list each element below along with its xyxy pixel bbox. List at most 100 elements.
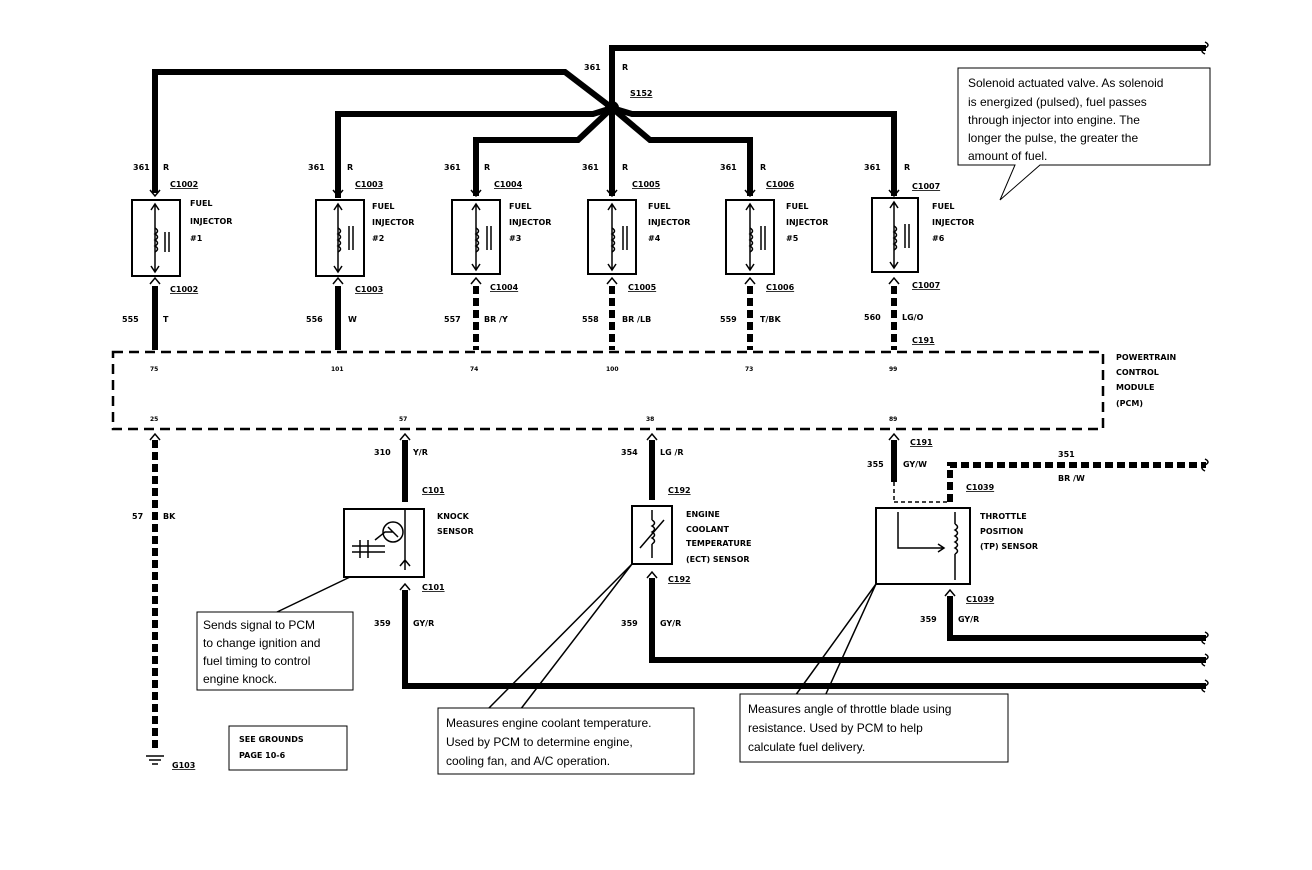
tp-circuit: 355 (867, 460, 884, 469)
injector-2-bottom-color: W (348, 315, 357, 324)
injector-6-pcm-pin: 99 (889, 366, 897, 373)
injector-5-top-color: R (760, 163, 766, 172)
knock-connector-bottom: C101 (422, 583, 445, 592)
tp-label-l1: THROTTLE (980, 512, 1027, 521)
injector-4-top-color: R (622, 163, 628, 172)
tp-return-color: GY/R (958, 615, 979, 624)
ground-id: G103 (172, 761, 195, 770)
injector-4-top-circuit: 361 (582, 163, 599, 172)
tp-note-line-1: Measures angle of throttle blade using (748, 702, 951, 716)
ect-note-line-1: Measures engine coolant temperature. (446, 716, 651, 730)
ect-note: Measures engine coolant temperature. Use… (437, 563, 695, 775)
injector-feed-wires (152, 45, 1206, 198)
pcm-module: POWERTRAIN CONTROL MODULE (PCM) 25 57 38… (111, 350, 1176, 431)
injector-6-label-l3: #6 (932, 234, 945, 243)
injector-3-label-l1: FUEL (509, 202, 532, 211)
splice-circuit: 361 (584, 63, 601, 72)
tp-pcm-connector: C191 (910, 438, 933, 447)
knock-note-line-1: Sends signal to PCM (203, 618, 315, 632)
tp-note: Measures angle of throttle blade using r… (739, 583, 1009, 763)
injector-1-top-circuit: 361 (133, 163, 150, 172)
knock-note-line-3: fuel timing to control (203, 654, 310, 668)
fuel-injector-4: 361 R C1005 FUEL INJECTOR #4 C1005 558 B… (582, 163, 690, 373)
injector-5-connector-bottom: C1006 (766, 283, 795, 292)
pcm-pin-25: 25 (150, 416, 158, 423)
injector-1-label-l3: #1 (190, 234, 203, 243)
injector-6-label-l1: FUEL (932, 202, 955, 211)
injector-4-connector-bottom: C1005 (628, 283, 657, 292)
injector-1-connector-bottom: C1002 (170, 285, 198, 294)
injector-4-bottom-color: BR /LB (622, 315, 651, 324)
injector-2-label-l3: #2 (372, 234, 384, 243)
injector-1-top-color: R (163, 163, 169, 172)
pcm-connector-top: C191 (912, 336, 935, 345)
pcm-label-l4: (PCM) (1116, 399, 1143, 408)
injector-1-connector-top: C1002 (170, 180, 198, 189)
ect-label-l1: ENGINE (686, 510, 720, 519)
injector-5-connector-top: C1006 (766, 180, 795, 189)
injector-5-label-l1: FUEL (786, 202, 809, 211)
splice-id: S152 (630, 89, 652, 98)
injector-2-pcm-pin: 101 (331, 366, 344, 373)
knock-connector-top: C101 (422, 486, 445, 495)
injector-2-label-l1: FUEL (372, 202, 395, 211)
injector-4-pcm-pin: 100 (606, 366, 619, 373)
ect-color: LG /R (660, 448, 684, 457)
ect-note-line-2: Used by PCM to determine engine, (446, 735, 633, 749)
ect-sensor: 354 LG /R C192 ENGINE COOLANT TEMPERATUR… (621, 432, 1206, 663)
pcm-pin-38: 38 (646, 416, 654, 423)
knock-note: Sends signal to PCM to change ignition a… (196, 576, 354, 691)
injector-4-label-l2: INJECTOR (648, 218, 690, 227)
injector-5-label-l2: INJECTOR (786, 218, 828, 227)
injector-3-connector-bottom: C1004 (490, 283, 519, 292)
ect-label-l4: (ECT) SENSOR (686, 555, 750, 564)
ground-circuit: 57 BK G103 SEE GROUNDS PAGE 10-6 (132, 432, 348, 771)
pcm-label-l2: CONTROL (1116, 368, 1159, 377)
injector-3-top-circuit: 361 (444, 163, 461, 172)
solenoid-note-line-5: amount of fuel. (968, 149, 1047, 163)
injector-1-label-l1: FUEL (190, 199, 213, 208)
injector-4-bottom-circuit: 558 (582, 315, 599, 324)
injector-3-bottom-color: BR /Y (484, 315, 508, 324)
injector-3-top-color: R (484, 163, 490, 172)
knock-return-circuit: 359 (374, 619, 391, 628)
injector-1-bottom-color: T (163, 315, 169, 324)
fuel-injector-2: 361 R C1003 FUEL INJECTOR #2 C1003 556 W… (306, 163, 414, 373)
injector-6-connector-bottom: C1007 (912, 281, 940, 290)
pcm-label-l3: MODULE (1116, 383, 1154, 392)
ect-label-l3: TEMPERATURE (686, 539, 752, 548)
injector-3-pcm-pin: 74 (470, 366, 478, 373)
knock-label-l2: SENSOR (437, 527, 474, 536)
tp-label-l3: (TP) SENSOR (980, 542, 1038, 551)
ect-connector-top: C192 (668, 486, 691, 495)
knock-note-line-4: engine knock. (203, 672, 277, 686)
injector-5-top-circuit: 361 (720, 163, 737, 172)
injector-6-bottom-circuit: 560 (864, 313, 881, 322)
injector-6-top-color: R (904, 163, 910, 172)
ect-label-l2: COOLANT (686, 525, 729, 534)
injector-3-label-l3: #3 (509, 234, 521, 243)
solenoid-note: Solenoid actuated valve. As solenoid is … (957, 67, 1211, 201)
ect-return-color: GY/R (660, 619, 681, 628)
injector-3-bottom-circuit: 557 (444, 315, 461, 324)
ground-circuit-number: 57 (132, 512, 143, 521)
see-grounds-box (228, 725, 348, 771)
ect-return-circuit: 359 (621, 619, 638, 628)
fuel-injector-1: 361 R C1002 FUEL INJECTOR #1 C1002 555 T… (122, 163, 232, 373)
solenoid-note-line-3: through injector into engine. The (968, 113, 1140, 127)
injector-2-top-circuit: 361 (308, 163, 325, 172)
tp-note-line-2: resistance. Used by PCM to help (748, 721, 923, 735)
knock-color: Y/R (412, 448, 428, 457)
pcm-pin-57: 57 (399, 416, 407, 423)
ect-circuit: 354 (621, 448, 638, 457)
injector-4-label-l1: FUEL (648, 202, 671, 211)
injector-3-label-l2: INJECTOR (509, 218, 551, 227)
ground-icon (146, 755, 164, 765)
injector-2-bottom-circuit: 556 (306, 315, 323, 324)
injector-6-bottom-color: LG/O (902, 313, 924, 322)
tp-return-circuit: 359 (920, 615, 937, 624)
injector-2-label-l2: INJECTOR (372, 218, 414, 227)
injector-1-pcm-pin: 75 (150, 366, 158, 373)
injector-2-connector-top: C1003 (355, 180, 383, 189)
